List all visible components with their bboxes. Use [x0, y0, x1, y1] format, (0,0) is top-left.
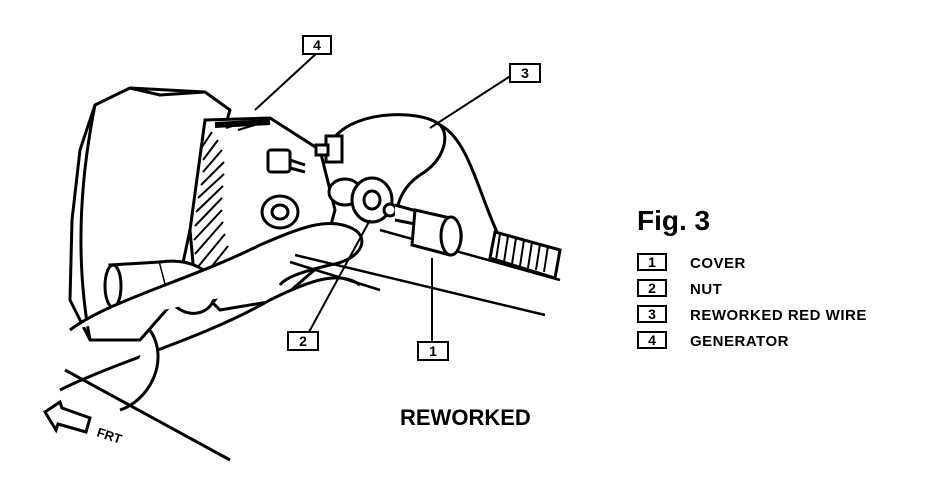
- caption: REWORKED: [400, 405, 531, 430]
- bushing: [260, 194, 300, 230]
- legend-item: 2 NUT: [637, 279, 722, 298]
- leader-wire: [429, 72, 516, 129]
- svg-text:REWORKED RED WIRE: REWORKED RED WIRE: [690, 307, 867, 324]
- reworked-red-wire: [314, 113, 502, 239]
- terminal-stud: [266, 148, 306, 174]
- front-direction-indicator: FRT: [42, 399, 124, 447]
- legend: 1 COVER 2 NUT 3 REWORKED RED WIRE 4 GENE…: [637, 253, 867, 350]
- callout-wire: 3: [509, 63, 541, 83]
- legend-item: 4 GENERATOR: [637, 331, 789, 350]
- svg-text:4: 4: [313, 37, 321, 53]
- svg-text:4: 4: [648, 332, 656, 348]
- callout-nut: 2: [287, 331, 319, 351]
- leader-lines: [254, 51, 516, 342]
- cover: [410, 208, 463, 257]
- leader-nut: [308, 219, 371, 333]
- svg-text:2: 2: [648, 280, 656, 296]
- technician-hand: [59, 221, 364, 462]
- wire-coil: [488, 230, 562, 280]
- callout-cover: 1: [417, 341, 449, 361]
- nut-assembly: [327, 176, 422, 227]
- svg-text:2: 2: [299, 333, 307, 349]
- svg-text:1: 1: [429, 343, 437, 359]
- leader-generator: [254, 51, 319, 111]
- legend-item: 1 COVER: [637, 253, 746, 272]
- figure-title: Fig. 3: [637, 205, 710, 236]
- svg-text:3: 3: [521, 65, 529, 81]
- svg-text:COVER: COVER: [690, 255, 746, 272]
- direction-label: FRT: [95, 425, 124, 447]
- svg-text:NUT: NUT: [690, 281, 722, 298]
- arrow-icon: [42, 399, 92, 434]
- callout-generator: 4: [302, 35, 332, 55]
- svg-text:3: 3: [648, 306, 656, 322]
- svg-text:1: 1: [648, 254, 656, 270]
- legend-item: 3 REWORKED RED WIRE: [637, 305, 867, 324]
- svg-text:GENERATOR: GENERATOR: [690, 333, 789, 350]
